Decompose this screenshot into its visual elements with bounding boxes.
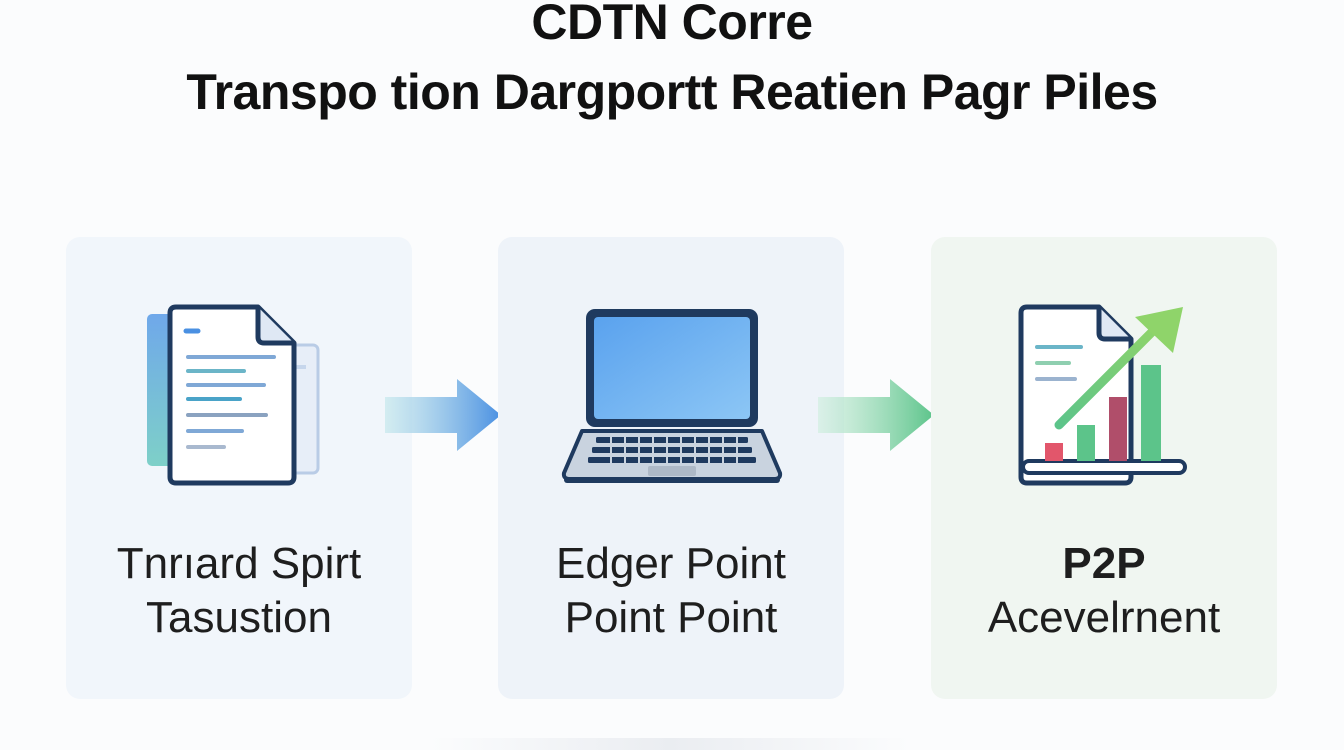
page-title-line-2: Transpo tion Dargportt Reatien Pagr Pile… [186,64,1158,120]
step-card-2: Edger Point Point Point [498,237,844,699]
arrow-right-icon [383,375,503,455]
step-label-1-line-1: Tnrıard Spirt [116,539,362,588]
bottom-fade [430,738,910,750]
step-label-3: P2P Acevelrnent [931,537,1277,645]
step-label-1: Tnrıard Spirt Tasustion [66,537,412,645]
step-label-2-line-1: Edger Point [556,539,786,588]
step-label-1-line-2: Tasustion [146,593,332,642]
step-card-3: P2P Acevelrnent [931,237,1277,699]
arrow-right-icon [816,375,936,455]
step-label-3-line-2: Acevelrnent [987,593,1221,642]
step-label-3-line-1: P2P [1062,539,1146,588]
step-label-2-line-2: Point Point [564,593,778,642]
document-stack-icon [66,287,412,507]
page-title-line-1: CDTN Corre [531,0,813,50]
step-card-1: Tnrıard Spirt Tasustion [66,237,412,699]
step-label-2: Edger Point Point Point [498,537,844,645]
laptop-icon [498,287,844,507]
report-growth-chart-icon [931,287,1277,507]
